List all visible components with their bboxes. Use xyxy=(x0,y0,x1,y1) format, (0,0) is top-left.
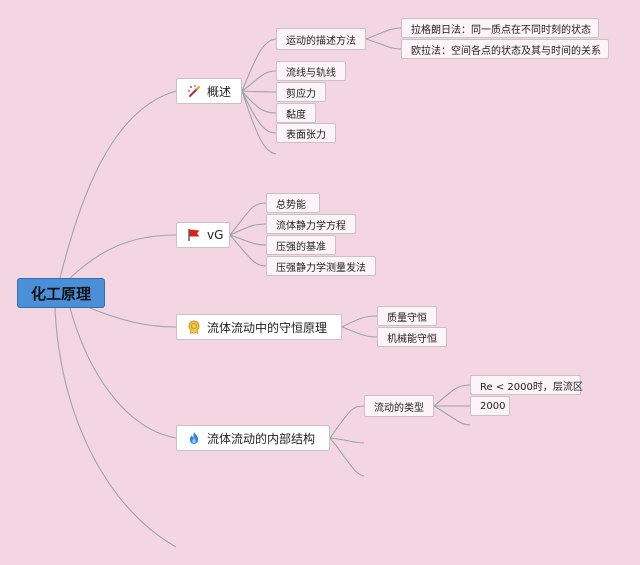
link-overview-viscosity xyxy=(241,90,277,114)
magic-wand-icon xyxy=(187,84,201,98)
node-flow-type[interactable]: 流动的类型 xyxy=(364,395,434,417)
link-vg-potential xyxy=(229,202,267,236)
node-label: 总势能 xyxy=(276,199,306,211)
node-label: 机械能守恒 xyxy=(387,333,437,345)
root-node[interactable]: 化工原理 xyxy=(17,278,105,308)
node-label: 运动的描述方法 xyxy=(286,35,356,47)
node-label: 表面张力 xyxy=(286,129,326,141)
red-flag-icon xyxy=(187,228,201,242)
node-label: 流体静力学方程 xyxy=(276,220,346,232)
node-label: 2000 xyxy=(480,400,506,412)
link-overview-tension xyxy=(241,90,277,134)
node-motion-description[interactable]: 运动的描述方法 xyxy=(276,28,366,50)
node-energy-conservation[interactable]: 机械能守恒 xyxy=(377,327,447,347)
link-overview-shear xyxy=(241,90,277,93)
link-root-vg xyxy=(69,234,177,279)
branch-node-internal-structure[interactable]: 流体流动的内部结构 xyxy=(176,425,330,451)
node-label: 黏度 xyxy=(286,109,306,121)
link-flowtype-laminar xyxy=(433,384,471,407)
link-root-bottom xyxy=(54,307,177,548)
link-overview-motion xyxy=(241,38,277,92)
node-label: 拉格朗日法：同一质点在不同时刻的状态 xyxy=(411,24,591,36)
node-euler[interactable]: 欧拉法：空间各点的状态及其与时间的关系 xyxy=(401,39,609,59)
node-label: Re < 2000时，层流区 xyxy=(480,381,583,393)
link-flowtype-extra xyxy=(433,405,471,426)
branch-label-internal-structure: 流体流动的内部结构 xyxy=(207,431,316,446)
link-cons-mass xyxy=(341,315,378,328)
node-laminar[interactable]: Re < 2000时，层流区 xyxy=(470,375,583,395)
root-label: 化工原理 xyxy=(30,284,91,303)
node-lagrange[interactable]: 拉格朗日法：同一质点在不同时刻的状态 xyxy=(401,18,599,38)
link-root-overview xyxy=(59,90,177,279)
link-overview-streamline xyxy=(241,70,277,92)
link-root-internal xyxy=(69,307,177,439)
branch-node-conservation[interactable]: 流体流动中的守恒原理 xyxy=(176,314,342,340)
link-root-conservation xyxy=(89,307,177,328)
link-vg-measurement xyxy=(229,234,267,267)
link-motion-lagrange xyxy=(365,27,402,40)
node-surface-tension[interactable]: 表面张力 xyxy=(276,123,336,143)
branch-label-vg: vG xyxy=(207,228,224,242)
node-label: 欧拉法：空间各点的状态及其与时间的关系 xyxy=(411,45,601,57)
node-2000[interactable]: 2000 xyxy=(470,396,510,416)
node-label: 质量守恒 xyxy=(387,312,427,324)
node-streamline[interactable]: 流线与轨线 xyxy=(276,61,346,81)
branch-label-conservation: 流体流动中的守恒原理 xyxy=(207,320,328,335)
link-internal-extra2 xyxy=(329,437,365,477)
node-total-potential[interactable]: 总势能 xyxy=(266,193,320,213)
branch-node-overview[interactable]: 概述 xyxy=(176,78,242,104)
node-hydrostatic-equation[interactable]: 流体静力学方程 xyxy=(266,214,356,234)
node-label: 流线与轨线 xyxy=(286,67,336,79)
node-pressure-reference[interactable]: 压强的基准 xyxy=(266,235,336,255)
flame-icon xyxy=(187,431,201,445)
link-cons-energy xyxy=(341,326,378,338)
link-vg-equation xyxy=(229,223,267,236)
node-mass-conservation[interactable]: 质量守恒 xyxy=(377,306,437,326)
link-vg-reference xyxy=(229,234,267,246)
link-overview-extra xyxy=(241,90,277,155)
node-viscosity[interactable]: 黏度 xyxy=(276,103,316,123)
node-label: 流动的类型 xyxy=(374,402,424,414)
link-internal-flowtype xyxy=(329,405,365,439)
link-motion-euler xyxy=(365,38,402,50)
link-internal-extra1 xyxy=(329,437,365,444)
node-label: 剪应力 xyxy=(286,88,316,100)
branch-label-overview: 概述 xyxy=(207,84,232,99)
node-label: 压强静力学测量发法 xyxy=(276,262,366,274)
node-pressure-measurement[interactable]: 压强静力学测量发法 xyxy=(266,256,376,276)
branch-node-vg[interactable]: vG xyxy=(176,222,230,248)
node-shear-stress[interactable]: 剪应力 xyxy=(276,82,326,102)
medal-icon xyxy=(187,320,201,335)
node-label: 压强的基准 xyxy=(276,241,326,253)
